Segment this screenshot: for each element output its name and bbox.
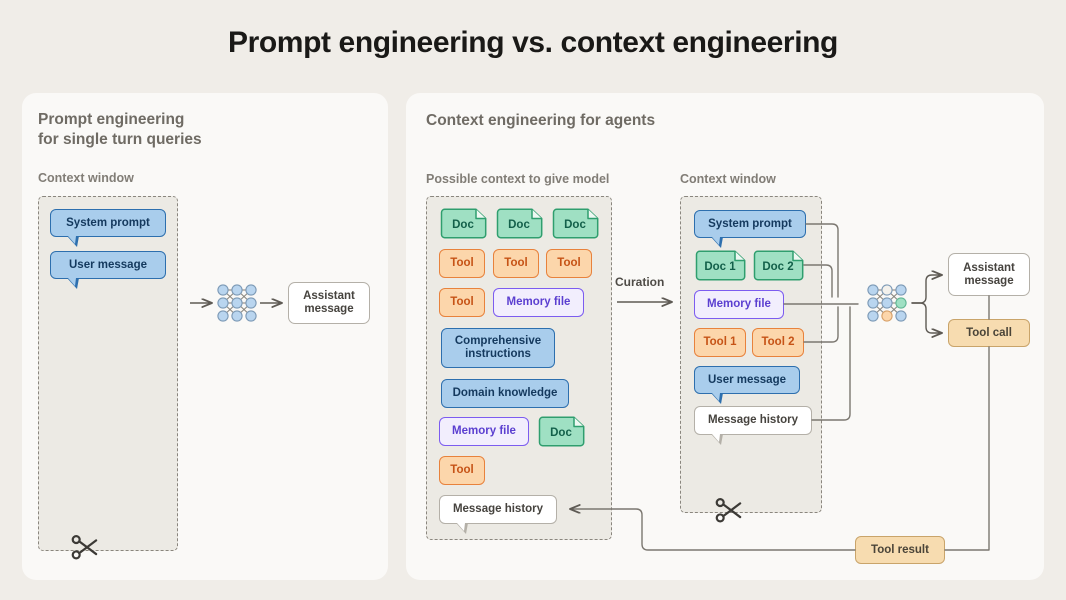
doc-label: Doc [564,218,586,231]
node-system-prompt-right[interactable]: System prompt [694,210,806,248]
node-assistant-message-left[interactable]: Assistant message [288,282,370,324]
doc-label: Doc 1 [704,260,736,273]
node-tool-two[interactable]: Tool 2 [752,328,804,357]
right-context-window-label: Context window [680,172,776,186]
node-message-history-right[interactable]: Message history [694,406,812,445]
node-memory-file-1[interactable]: Memory file [493,288,584,317]
doc-label: Doc [508,218,530,231]
neural-network-icon [867,284,907,322]
node-doc-4[interactable]: Doc [537,416,585,447]
node-tool-4[interactable]: Tool [439,288,485,317]
doc-label: Doc [550,426,572,439]
node-doc-3[interactable]: Doc [551,208,599,239]
doc-label: Doc [452,218,474,231]
possible-context-window [426,196,612,540]
node-comprehensive-instructions[interactable]: Comprehensive instructions [441,328,555,368]
node-doc-one[interactable]: Doc 1 [694,250,746,281]
left-panel-heading: Prompt engineering for single turn queri… [38,111,202,148]
node-memory-file-2[interactable]: Memory file [439,417,529,446]
node-tool-5[interactable]: Tool [439,456,485,485]
node-tool-result[interactable]: Tool result [855,536,945,564]
node-tool-one[interactable]: Tool 1 [694,328,746,357]
node-doc-1[interactable]: Doc [439,208,487,239]
node-tool-call[interactable]: Tool call [948,319,1030,347]
curation-label: Curation [615,275,665,289]
neural-network-icon [217,284,257,322]
doc-label: Doc 2 [762,260,794,273]
node-system-prompt-left[interactable]: System prompt [50,209,166,247]
left-context-window [38,196,178,551]
node-tool-1[interactable]: Tool [439,249,485,278]
node-domain-knowledge[interactable]: Domain knowledge [441,379,569,408]
node-assistant-message-right[interactable]: Assistant message [948,253,1030,296]
node-doc-2[interactable]: Doc [495,208,543,239]
node-memory-file-right[interactable]: Memory file [694,290,784,319]
possible-context-label: Possible context to give model [426,172,610,186]
node-message-history-left[interactable]: Message history [439,495,557,534]
node-doc-two[interactable]: Doc 2 [752,250,804,281]
node-user-message-left[interactable]: User message [50,251,166,289]
node-user-message-right[interactable]: User message [694,366,800,404]
left-context-window-label: Context window [38,171,134,185]
node-tool-3[interactable]: Tool [546,249,592,278]
page-title: Prompt engineering vs. context engineeri… [228,26,838,59]
node-tool-2[interactable]: Tool [493,249,539,278]
right-panel-heading: Context engineering for agents [426,112,656,129]
